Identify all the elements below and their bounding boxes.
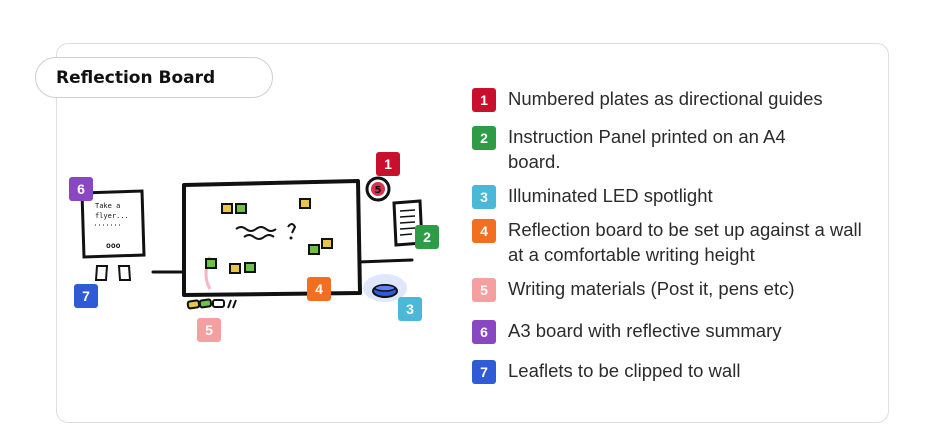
legend-badge-7: 7 xyxy=(472,360,496,384)
postit xyxy=(244,262,256,273)
legend-item-1: 1 Numbered plates as directional guides xyxy=(472,86,872,112)
postit xyxy=(299,198,311,209)
badge-5: 5 xyxy=(197,318,221,342)
postit xyxy=(229,263,241,274)
postit xyxy=(205,258,217,269)
legend-item-2: 2 Instruction Panel printed on an A4 boa… xyxy=(472,124,872,174)
legend-item-7: 7 Leaflets to be clipped to wall xyxy=(472,358,872,384)
leaflet-icon xyxy=(117,265,132,281)
legend-badge-6: 6 xyxy=(472,320,496,344)
legend-badge-4: 4 xyxy=(472,219,496,243)
postit xyxy=(221,203,233,214)
pen-icon xyxy=(227,299,232,309)
legend-text-2: Instruction Panel printed on an A4 board… xyxy=(508,126,786,172)
legend-item-3: 3 Illuminated LED spotlight xyxy=(472,183,872,209)
legend-text-1: Numbered plates as directional guides xyxy=(508,88,823,109)
flyer-line-2: flyer... xyxy=(95,212,129,220)
postit-pad xyxy=(198,298,213,309)
legend-badge-1: 1 xyxy=(472,88,496,112)
page-title: Reflection Board xyxy=(56,67,216,88)
badge-2: 2 xyxy=(415,225,439,249)
title-pill: Reflection Board xyxy=(35,57,273,98)
legend-text-5: Writing materials (Post it, pens etc) xyxy=(508,278,795,299)
illustration-drawing: Take a flyer... ooo 5 xyxy=(80,176,424,310)
legend-item-6: 6 A3 board with reflective summary xyxy=(472,318,872,344)
flyer-board xyxy=(80,189,146,259)
leaflet-icon xyxy=(94,265,109,281)
postit-pad xyxy=(186,299,201,310)
legend-badge-5: 5 xyxy=(472,278,496,302)
plate-number: 5 xyxy=(375,185,382,196)
legend-badge-2: 2 xyxy=(472,126,496,150)
reflection-board-illustration: Take a flyer... ooo 5 xyxy=(60,145,440,355)
legend-text-6: A3 board with reflective summary xyxy=(508,320,782,341)
legend-text-7: Leaflets to be clipped to wall xyxy=(508,360,741,381)
flyer-line-1: Take a xyxy=(95,202,120,210)
flyer-footer: ooo xyxy=(106,241,121,250)
badge-1: 1 xyxy=(376,152,400,176)
badge-3: 3 xyxy=(398,297,422,321)
legend-text-3: Illuminated LED spotlight xyxy=(508,185,713,206)
postit xyxy=(321,238,333,249)
badge-7: 7 xyxy=(74,284,98,308)
legend-item-5: 5 Writing materials (Post it, pens etc) xyxy=(472,276,872,302)
badge-4: 4 xyxy=(307,277,331,301)
postit xyxy=(308,244,320,255)
legend-text-4: Reflection board to be set up against a … xyxy=(508,219,862,265)
main-board xyxy=(182,179,362,297)
postit-pad xyxy=(212,299,225,308)
pen-icon xyxy=(232,299,237,309)
badge-6: 6 xyxy=(69,177,93,201)
legend-badge-3: 3 xyxy=(472,185,496,209)
postit xyxy=(235,203,247,214)
legend-item-4: 4 Reflection board to be set up against … xyxy=(472,217,872,267)
